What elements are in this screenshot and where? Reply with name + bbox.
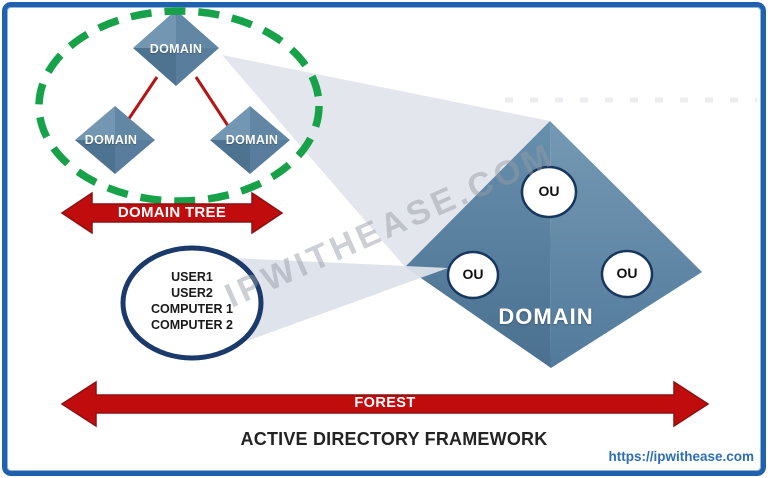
facet <box>250 140 290 174</box>
facet <box>176 48 219 86</box>
domain-tree-arrow <box>60 191 284 235</box>
domain-pyramid <box>405 121 702 368</box>
domain-tree-highlight-ellipse <box>35 7 323 205</box>
facet <box>210 140 250 174</box>
member-item: USER2 <box>171 286 213 300</box>
member-item: COMPUTER 2 <box>151 318 233 332</box>
facet <box>210 106 250 140</box>
right-domain-diamond <box>210 106 290 174</box>
pyramid-left-facet <box>405 121 551 368</box>
forest-arrow-label: FOREST <box>354 395 416 411</box>
ou-members-list: USER1 USER2 COMPUTER 1 COMPUTER 2 <box>122 269 262 333</box>
facet <box>75 106 115 140</box>
ou-members-circle <box>120 245 264 361</box>
pyramid-right-facet <box>550 121 702 368</box>
page-title: ACTIVE DIRECTORY FRAMEWORK <box>240 429 548 449</box>
facet <box>75 140 115 174</box>
left-domain-label: DOMAIN <box>84 133 138 147</box>
right-domain-label: DOMAIN <box>225 133 279 147</box>
member-item: COMPUTER 1 <box>151 302 233 316</box>
ou-right-label: OU <box>616 265 638 281</box>
facet <box>176 10 219 48</box>
root-domain-diamond <box>133 10 219 86</box>
facet <box>133 10 176 48</box>
footer-link[interactable]: https://ipwithease.com <box>608 449 754 464</box>
ou-circle-right <box>600 249 654 299</box>
facet <box>115 106 155 140</box>
tree-link-right <box>194 76 234 133</box>
pyramid-domain-label: DOMAIN <box>498 304 594 329</box>
facet <box>250 106 290 140</box>
ou-circle-top <box>520 165 578 219</box>
member-item: USER1 <box>171 270 213 284</box>
left-domain-diamond <box>75 106 155 174</box>
facet <box>133 48 176 86</box>
root-domain-label: DOMAIN <box>149 42 203 56</box>
domain-tree-arrow-label: DOMAIN TREE <box>117 204 227 221</box>
ou-circle-left <box>446 250 500 300</box>
magnify-beam-ou-to-circle <box>233 258 448 342</box>
forest-arrow <box>60 380 710 428</box>
facet <box>115 140 155 174</box>
ou-left-label: OU <box>462 266 484 282</box>
ou-top-label: OU <box>538 183 560 199</box>
magnify-beam-domain-to-pyramid <box>222 55 550 267</box>
